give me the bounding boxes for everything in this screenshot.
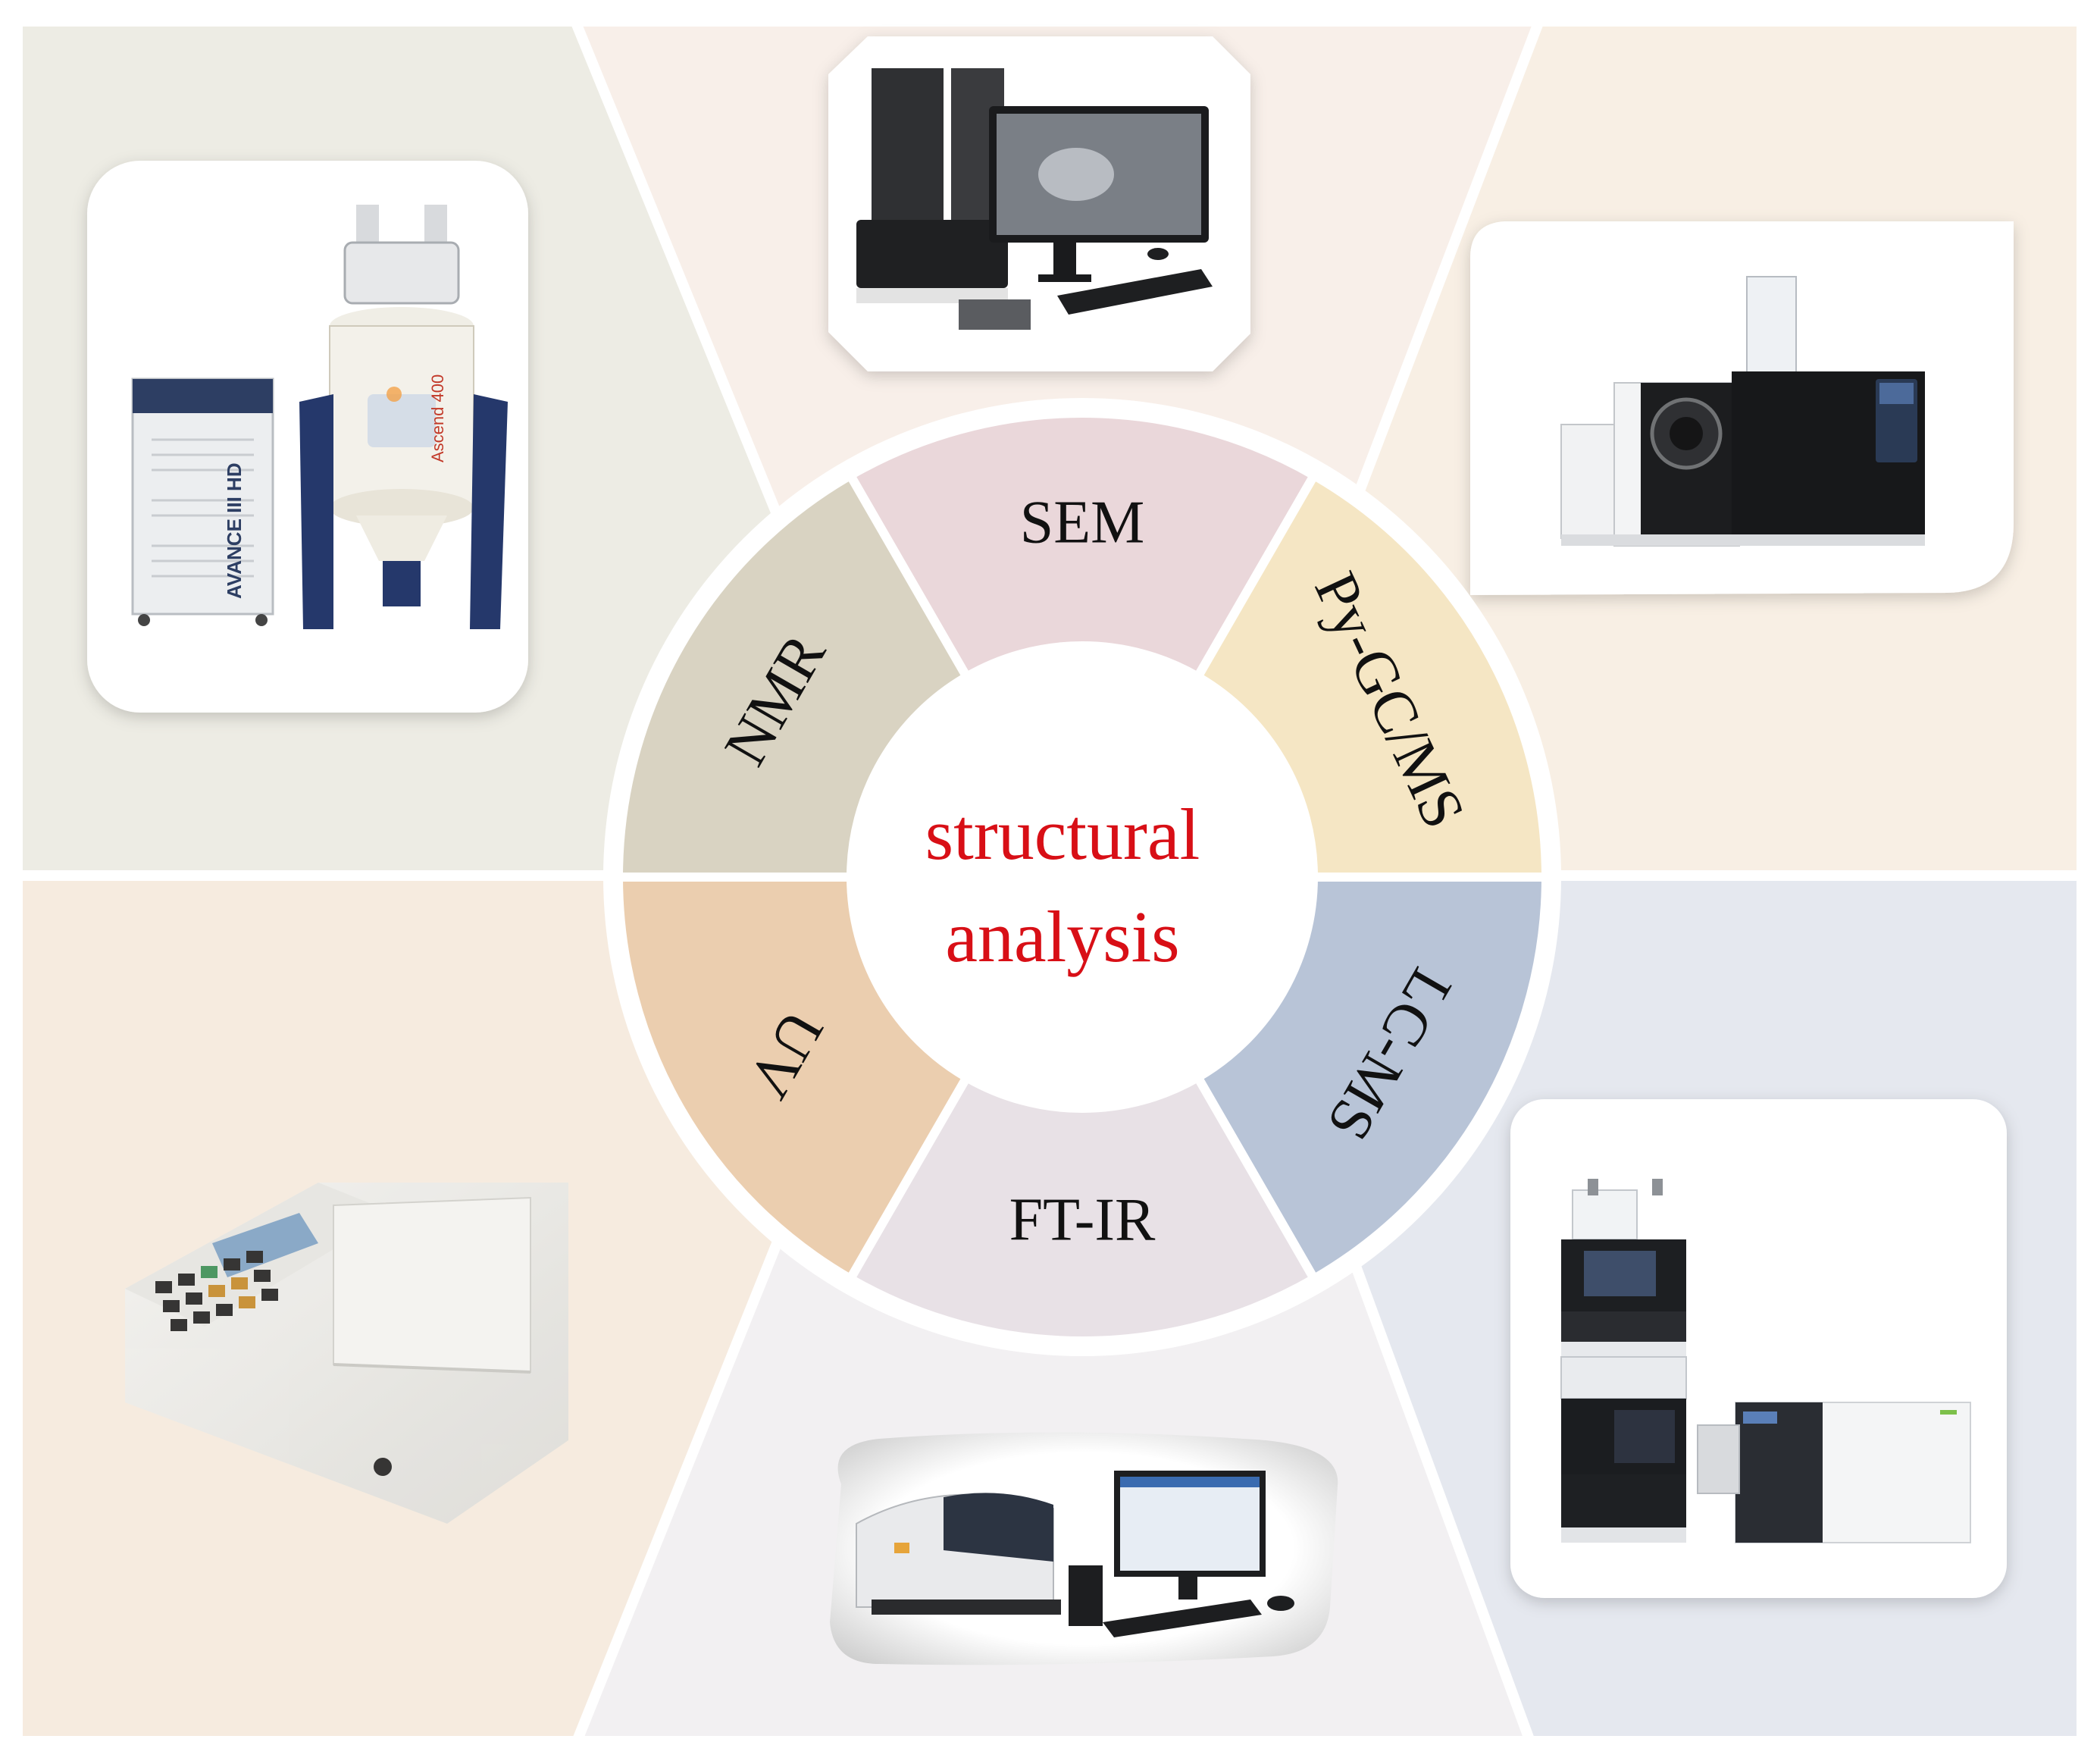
center-hub: structural analysis	[853, 647, 1312, 1107]
segment-uv	[613, 873, 973, 1286]
lcms-instrument-image	[1560, 1179, 1971, 1543]
center-title-line2: analysis	[945, 896, 1179, 977]
segment-nmr	[613, 468, 973, 882]
nmr-console-label: AVANCE III HD	[223, 462, 246, 599]
segment-pygc	[1191, 468, 1551, 882]
segment-ftir	[843, 1070, 1321, 1346]
nmr-magnet-label: Ascend 400	[428, 374, 447, 462]
center-title-line1: structural	[925, 794, 1200, 875]
segment-sem	[843, 409, 1321, 684]
nmr-spectrometer-image: AVANCE III HD Ascend 400	[131, 205, 508, 629]
pygcms-instrument-image	[1560, 276, 1925, 547]
ring-segments	[613, 409, 1551, 1346]
label-ftir: FT-IR	[1009, 1186, 1156, 1253]
ftir-spectrometer-image	[856, 1471, 1294, 1637]
keypad-icon	[155, 1251, 278, 1331]
label-sem: SEM	[1020, 489, 1145, 556]
segment-lcms	[1191, 873, 1551, 1286]
uv-instrument-image	[125, 1183, 568, 1524]
sem-microscope-image	[856, 68, 1213, 330]
